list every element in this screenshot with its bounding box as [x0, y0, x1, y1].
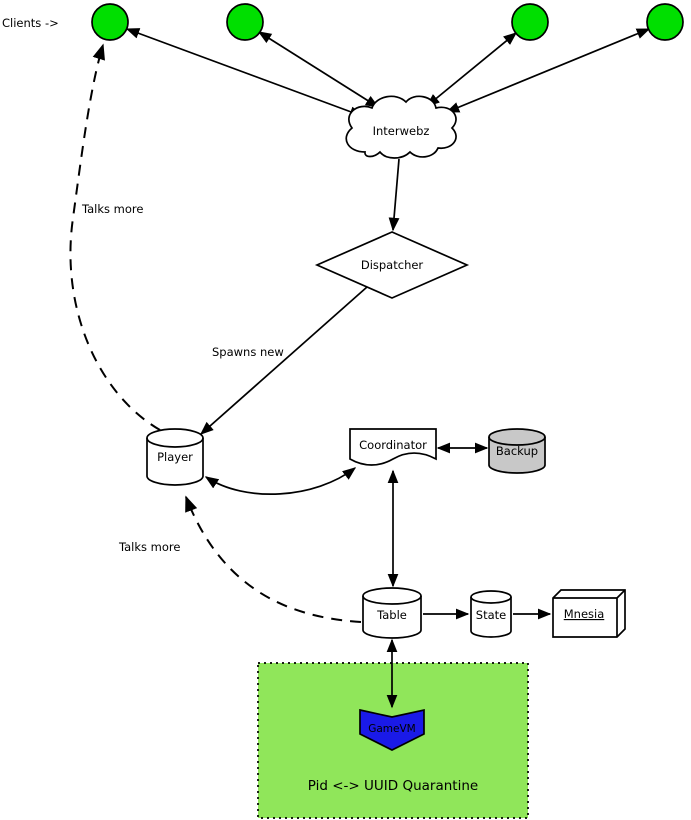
edge-client3-internet [425, 32, 518, 107]
player-label: Player [157, 450, 193, 464]
quarantine-label: Pid <-> UUID Quarantine [308, 778, 478, 794]
coordinator-label: Coordinator [359, 438, 427, 452]
backup-cylinder [488, 428, 546, 474]
edge-player-coordinator [204, 467, 357, 495]
edge-client1-internet [125, 28, 364, 117]
edge-player-client-talks-more [69, 43, 161, 431]
edge-client4-internet [445, 28, 651, 113]
backup-cylinder-body [488, 428, 546, 474]
state-label: State [476, 608, 506, 622]
spawns-new-label: Spawns new [212, 345, 284, 359]
coordinator-box [349, 428, 437, 466]
player-cylinder [146, 428, 204, 486]
clients-label: Clients -> [2, 16, 59, 30]
client-node-4 [646, 3, 684, 41]
backup-label: Backup [496, 444, 538, 458]
table-cylinder-body [362, 587, 422, 639]
gamevm-label: GameVM [368, 723, 416, 735]
edge-client2-internet [257, 31, 380, 108]
client-node-2 [226, 3, 264, 41]
mnesia-box3d-edges [553, 589, 626, 637]
dispatcher-diamond [314, 231, 470, 299]
table-label: Table [376, 608, 407, 622]
internet-cloud [345, 95, 457, 159]
edge-table-player-talks-more [185, 495, 362, 623]
state-cylinder-lid [470, 596, 512, 604]
gamevm-shield [359, 708, 425, 751]
table-cylinder-lid [362, 595, 422, 605]
client-node-1 [91, 3, 129, 41]
table-cylinder [362, 587, 422, 639]
player-cylinder-body [146, 428, 204, 486]
talks-more-client-label: Talks more [81, 202, 143, 216]
mnesia-box3d [552, 589, 626, 638]
dispatcher-label: Dispatcher [361, 258, 424, 272]
edge-dispatcher-player [199, 286, 368, 435]
client-node-3 [511, 3, 549, 41]
mnesia-label: Mnesia [564, 607, 605, 621]
state-cylinder [470, 590, 512, 638]
player-cylinder-lid [146, 437, 204, 448]
edge-internet-dispatcher [388, 158, 400, 232]
talks-more-player-label: Talks more [118, 540, 180, 554]
backup-cylinder-lid [488, 436, 546, 446]
internet-label: Interwebz [373, 124, 430, 138]
